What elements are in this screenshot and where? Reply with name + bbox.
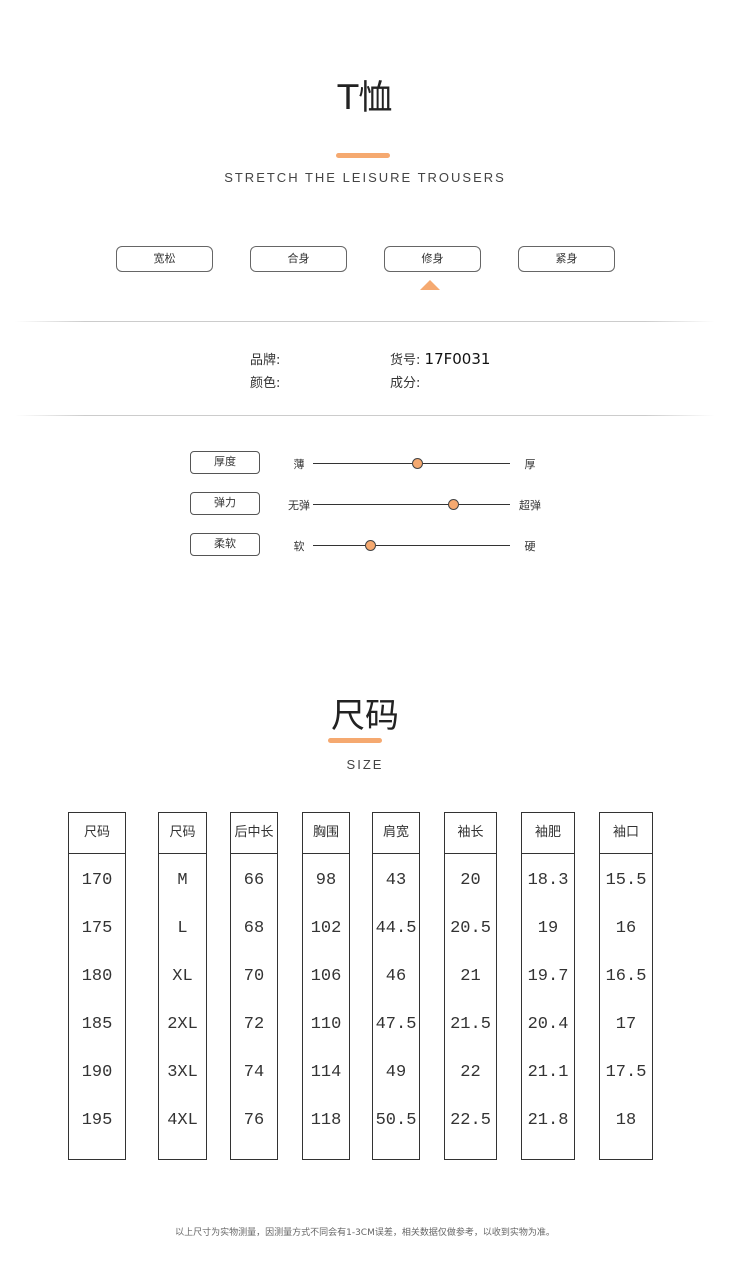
table-cell: 21.5 — [450, 1015, 491, 1034]
table-cell: 3XL — [167, 1063, 198, 1082]
subtitle: STRETCH THE LEISURE TROUSERS — [224, 170, 506, 185]
item-value: 17F0031 — [424, 350, 491, 368]
table-cell: L — [177, 919, 188, 938]
size-column: 尺码 M L XL 2XL 3XL 4XL — [158, 812, 207, 1160]
size-note: 以上尺寸为实物测量，因测量方式不同会有1-3CM误差，相关数据仅做参考，以收到实… — [175, 1228, 555, 1238]
table-cell: 170 — [81, 871, 113, 890]
attribute-min-label: 无弹 — [288, 499, 310, 512]
table-cell: 20 — [460, 871, 481, 890]
attribute-min-label: 薄 — [293, 458, 305, 471]
size-column: 袖肥 18.3 19 19.7 20.4 21.1 21.8 — [521, 812, 575, 1160]
table-cell: 49 — [385, 1063, 407, 1082]
table-cell: 185 — [81, 1015, 113, 1034]
column-header: 胸围 — [303, 813, 349, 854]
attribute-scale — [313, 545, 510, 546]
table-cell: 118 — [310, 1111, 342, 1130]
attribute-knob — [365, 540, 377, 551]
table-cell: 195 — [81, 1111, 113, 1130]
table-cell: XL — [172, 967, 193, 986]
attribute-scale — [313, 463, 510, 464]
fit-option-loose[interactable]: 宽松 — [116, 246, 213, 272]
column-header: 袖长 — [445, 813, 496, 854]
brand-label: 品牌: — [250, 353, 281, 368]
size-title: 尺码 — [331, 696, 399, 736]
size-column: 胸围 98 102 106 110 114 118 — [302, 812, 350, 1160]
column-header: 袖口 — [600, 813, 652, 854]
size-column: 后中长 66 68 70 72 74 76 — [230, 812, 278, 1160]
attribute-label: 弹力 — [190, 492, 260, 515]
table-cell: 180 — [81, 967, 113, 986]
attribute-max-label: 超弹 — [519, 499, 541, 512]
table-cell: 19.7 — [527, 967, 569, 986]
table-cell: M — [177, 871, 188, 890]
attribute-knob — [447, 499, 459, 510]
selected-indicator-icon — [420, 280, 440, 290]
column-header: 尺码 — [159, 813, 206, 854]
table-cell: 22.5 — [450, 1111, 491, 1130]
column-header: 肩宽 — [373, 813, 419, 854]
table-cell: 102 — [310, 919, 342, 938]
material-label: 成分: — [390, 376, 421, 391]
color-label: 颜色: — [250, 376, 281, 391]
attribute-label: 厚度 — [190, 451, 260, 474]
size-column: 尺码 170 175 180 185 190 195 — [68, 812, 126, 1160]
fit-option-tight[interactable]: 紧身 — [518, 246, 615, 272]
table-cell: 16.5 — [605, 967, 647, 986]
table-cell: 72 — [243, 1015, 265, 1034]
fit-option-regular[interactable]: 合身 — [250, 246, 347, 272]
accent-bar — [328, 738, 382, 743]
attribute-max-label: 厚 — [524, 458, 536, 471]
size-subtitle: SIZE — [346, 757, 384, 772]
accent-bar — [336, 153, 390, 158]
table-cell: 106 — [310, 967, 342, 986]
attribute-label: 柔软 — [190, 533, 260, 556]
column-header: 后中长 — [231, 813, 277, 854]
table-cell: 18.3 — [527, 871, 569, 890]
attribute-scale — [313, 504, 510, 505]
table-cell: 98 — [315, 871, 337, 890]
table-cell: 22 — [460, 1063, 481, 1082]
table-cell: 76 — [243, 1111, 265, 1130]
table-cell: 20.4 — [527, 1015, 569, 1034]
table-cell: 4XL — [167, 1111, 198, 1130]
size-column: 肩宽 43 44.5 46 47.5 49 50.5 — [372, 812, 420, 1160]
attribute-max-label: 硬 — [524, 540, 536, 553]
table-cell: 50.5 — [375, 1111, 417, 1130]
size-column: 袖口 15.5 16 16.5 17 17.5 18 — [599, 812, 653, 1160]
table-cell: 20.5 — [450, 919, 491, 938]
column-header: 尺码 — [69, 813, 125, 854]
table-cell: 21.8 — [527, 1111, 569, 1130]
table-cell: 47.5 — [375, 1015, 417, 1034]
table-cell: 15.5 — [605, 871, 647, 890]
attribute-min-label: 软 — [293, 540, 305, 553]
table-cell: 43 — [385, 871, 407, 890]
item-number: 货号: 17F0031 — [390, 349, 490, 368]
table-cell: 66 — [243, 871, 265, 890]
table-cell: 68 — [243, 919, 265, 938]
divider — [15, 321, 715, 322]
table-cell: 21.1 — [527, 1063, 569, 1082]
attribute-knob — [412, 458, 424, 469]
table-cell: 18 — [615, 1111, 637, 1130]
fit-option-slim[interactable]: 修身 — [384, 246, 481, 272]
table-cell: 2XL — [167, 1015, 198, 1034]
table-cell: 19 — [537, 919, 559, 938]
table-cell: 70 — [243, 967, 265, 986]
table-cell: 16 — [615, 919, 637, 938]
table-cell: 21 — [460, 967, 481, 986]
table-cell: 44.5 — [375, 919, 417, 938]
table-cell: 190 — [81, 1063, 113, 1082]
table-cell: 17.5 — [605, 1063, 647, 1082]
size-column: 袖长 20 20.5 21 21.5 22 22.5 — [444, 812, 497, 1160]
page-title: T恤 — [337, 78, 393, 118]
table-cell: 175 — [81, 919, 113, 938]
table-cell: 46 — [385, 967, 407, 986]
table-cell: 17 — [615, 1015, 637, 1034]
item-label: 货号: — [390, 353, 421, 368]
divider — [15, 415, 715, 416]
table-cell: 114 — [310, 1063, 342, 1082]
table-cell: 110 — [310, 1015, 342, 1034]
column-header: 袖肥 — [522, 813, 574, 854]
table-cell: 74 — [243, 1063, 265, 1082]
